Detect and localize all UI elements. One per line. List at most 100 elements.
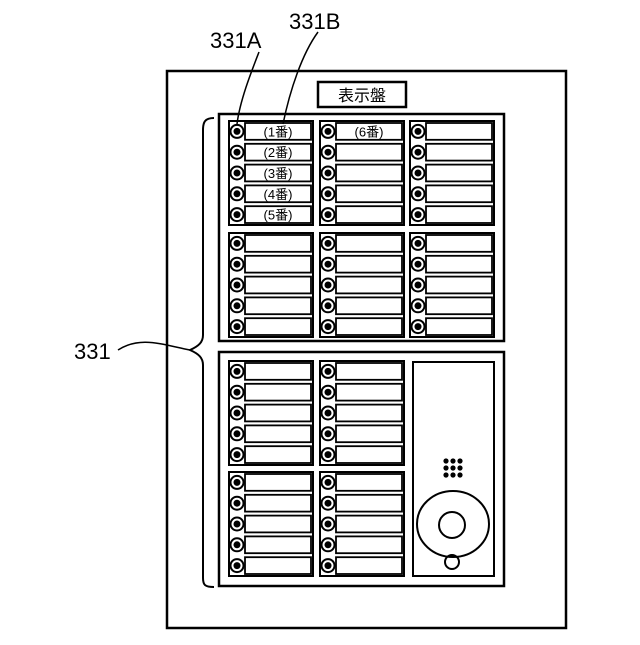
lamp-section [410,121,494,225]
lamp-bulb-icon [415,128,422,135]
camera-housing [417,491,489,557]
callout-331B: 331B [289,9,340,34]
name-plate [336,384,402,401]
slot-label: (1番) [264,124,293,139]
name-plate [336,474,402,491]
name-plate [336,536,402,553]
slot-label: (4番) [264,187,293,202]
lamp-bulb-icon [415,240,422,247]
name-plate [426,256,492,273]
name-plate [426,235,492,252]
name-plate [426,206,492,223]
name-plate [426,277,492,294]
slot-label: (5番) [264,208,293,223]
lamp-bulb-icon [234,451,241,458]
lamp-section: (6番) [320,121,404,225]
lamp-section [229,472,313,576]
speaker-hole [457,465,462,470]
intercom-unit [413,362,494,576]
lamp-bulb-icon [415,170,422,177]
lamp-bulb-icon [325,479,332,486]
name-plate [336,206,402,223]
name-plate [426,185,492,202]
name-plate [336,235,402,252]
name-plate [426,123,492,140]
name-plate [426,318,492,335]
lamp-bulb-icon [234,323,241,330]
speaker-hole [443,465,448,470]
lamp-bulb-icon [325,451,332,458]
name-plate [245,557,311,574]
lamp-bulb-icon [325,323,332,330]
lamp-bulb-icon [234,479,241,486]
name-plate [245,474,311,491]
lamp-bulb-icon [234,128,241,135]
name-plate [245,318,311,335]
slot-label: (3番) [264,166,293,181]
lamp-section [229,233,313,337]
lamp-bulb-icon [415,323,422,330]
lamp-bulb-icon [325,190,332,197]
name-plate [245,425,311,442]
lamp-bulb-icon [234,282,241,289]
lamp-bulb-icon [415,190,422,197]
lamp-bulb-icon [234,521,241,528]
lamp-section [320,472,404,576]
callout-331: 331 [74,339,111,364]
lamp-bulb-icon [234,410,241,417]
lamp-bulb-icon [325,282,332,289]
board-title: 表示盤 [338,87,386,105]
name-plate [426,165,492,182]
slot-label: (2番) [264,145,293,160]
lamp-bulb-icon [234,368,241,375]
lamp-bulb-icon [325,389,332,396]
speaker-hole [443,472,448,477]
lamp-bulb-icon [325,170,332,177]
lamp-bulb-icon [325,211,332,218]
lamp-bulb-icon [234,240,241,247]
lamp-bulb-icon [234,149,241,156]
lamp-bulb-icon [234,562,241,569]
lamp-bulb-icon [234,190,241,197]
lamp-section [229,361,313,465]
speaker-hole [450,465,455,470]
name-plate [336,318,402,335]
callout-331A: 331A [210,28,262,53]
name-plate [336,165,402,182]
name-plate [336,405,402,422]
name-plate [336,256,402,273]
lamp-bulb-icon [325,149,332,156]
lamp-bulb-icon [234,170,241,177]
name-plate [245,363,311,380]
lamp-bulb-icon [325,521,332,528]
name-plate [245,235,311,252]
leader-331 [118,342,190,350]
lamp-bulb-icon [234,389,241,396]
name-plate [245,256,311,273]
name-plate [245,536,311,553]
lamp-sections: (1番) (2番) (3番) (4番) (5番) (6番) [229,121,494,576]
lamp-bulb-icon [415,282,422,289]
name-plate [245,297,311,314]
name-plate [336,495,402,512]
name-plate [336,185,402,202]
speaker-hole [450,458,455,463]
name-plate [245,516,311,533]
lamp-section [410,233,494,337]
name-plate [426,297,492,314]
speaker-hole [443,458,448,463]
lamp-bulb-icon [415,211,422,218]
lamp-bulb-icon [325,302,332,309]
name-plate [245,405,311,422]
name-plate [336,516,402,533]
name-plate [245,495,311,512]
speaker-hole [457,458,462,463]
lamp-bulb-icon [234,302,241,309]
name-plate [245,277,311,294]
lamp-bulb-icon [234,541,241,548]
lamp-section [320,361,404,465]
slot-label: (6番) [355,124,384,139]
lamp-bulb-icon [325,562,332,569]
name-plate [245,446,311,463]
